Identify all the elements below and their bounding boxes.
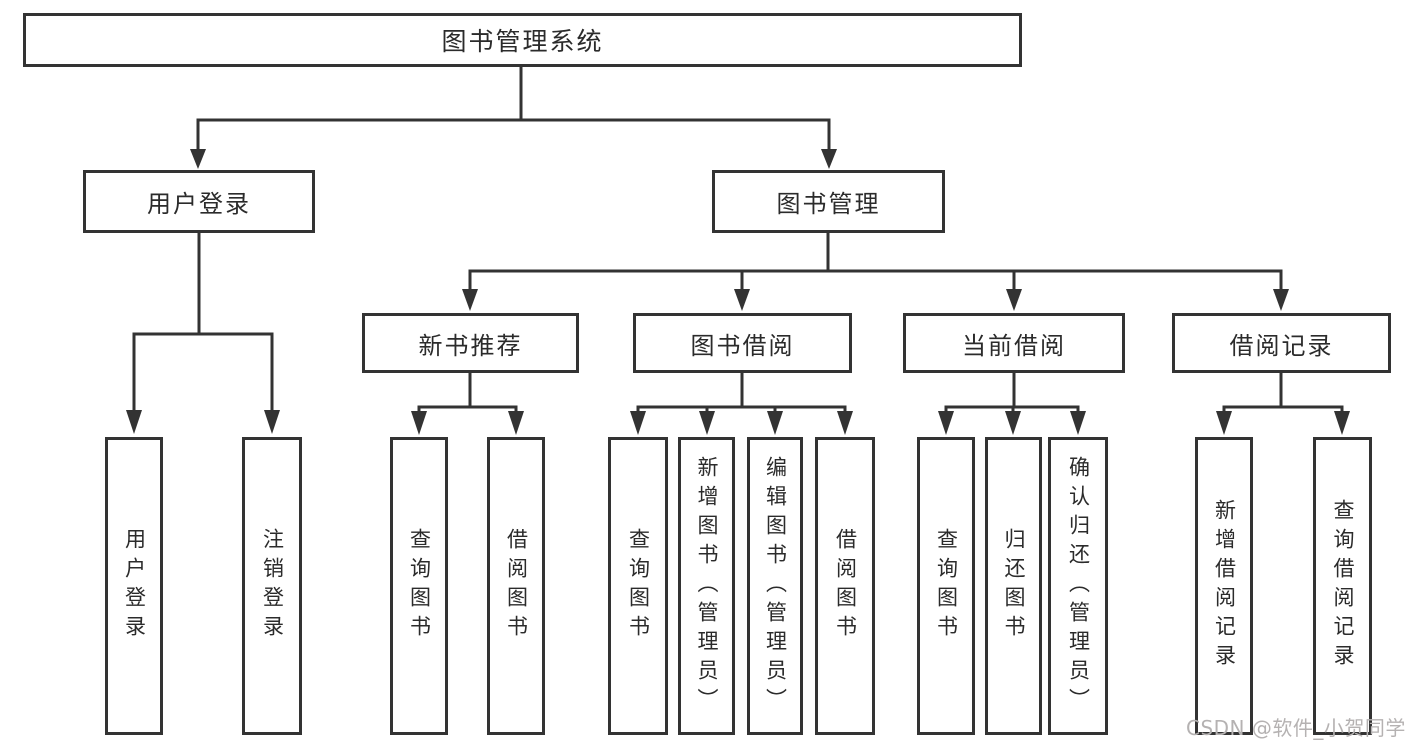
node-borrow-record: 借阅记录	[1172, 313, 1391, 373]
node-new-book-recommend: 新书推荐	[362, 313, 579, 373]
leaf-current-confirm-return-admin: 确认归还（管理员）	[1048, 437, 1108, 735]
leaf-newbook-borrow-book: 借阅图书	[487, 437, 545, 735]
leaf-borrow-add-book-admin: 新增图书（管理员）	[678, 437, 735, 735]
leaf-borrow-borrow-book: 借阅图书	[815, 437, 875, 735]
node-book-management: 图书管理	[712, 170, 945, 233]
leaf-newbook-query-book: 查询图书	[390, 437, 448, 735]
leaf-current-query-book: 查询图书	[917, 437, 975, 735]
leaf-logout: 注销登录	[242, 437, 302, 735]
leaf-borrow-edit-book-admin: 编辑图书（管理员）	[747, 437, 803, 735]
node-current-borrow: 当前借阅	[903, 313, 1125, 373]
node-book-borrow: 图书借阅	[633, 313, 852, 373]
leaf-user-login: 用户登录	[105, 437, 163, 735]
leaf-current-return-book: 归还图书	[985, 437, 1042, 735]
node-user-login: 用户登录	[83, 170, 315, 233]
watermark-text: CSDN @软件_小贺同学	[1186, 716, 1405, 740]
leaf-record-add-borrow-record: 新增借阅记录	[1195, 437, 1253, 735]
leaf-record-query-borrow-record: 查询借阅记录	[1313, 437, 1372, 735]
node-root-system: 图书管理系统	[23, 13, 1022, 67]
leaf-borrow-query-book: 查询图书	[608, 437, 668, 735]
